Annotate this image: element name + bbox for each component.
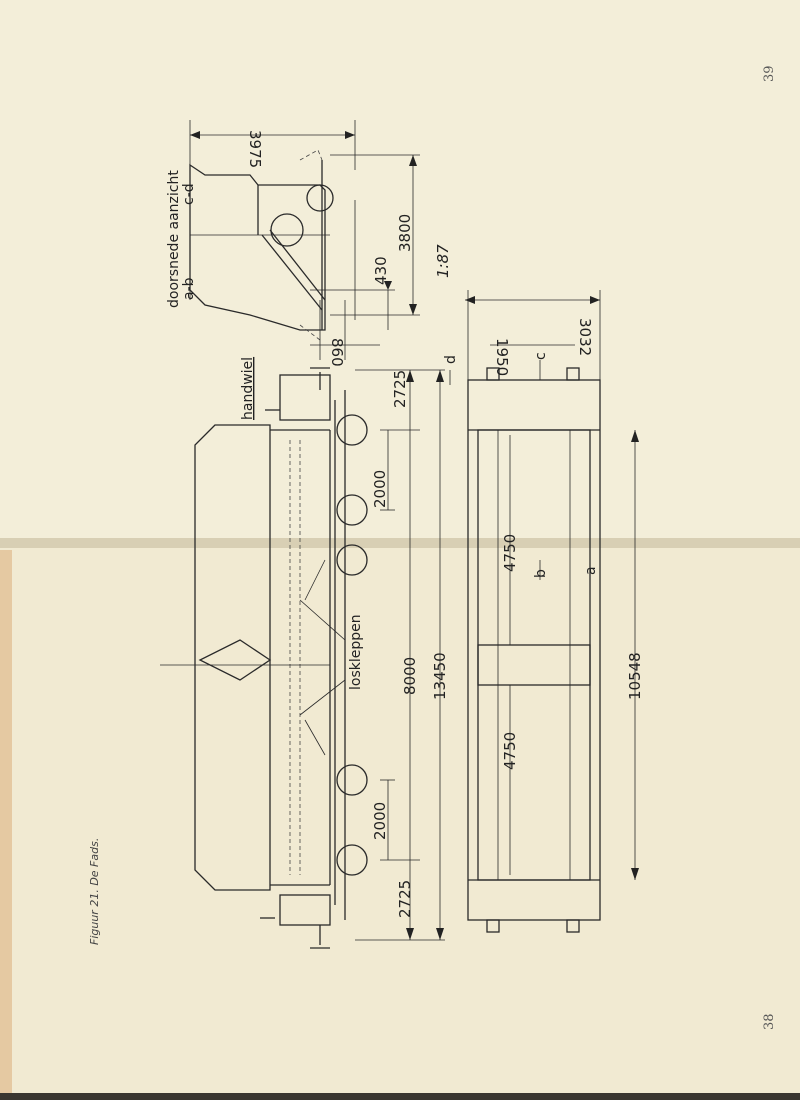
page-edge <box>0 550 12 1095</box>
scan-bottom-edge <box>0 1093 800 1100</box>
label-loskleppen: loskleppen <box>348 614 364 690</box>
dim-bottom-860: 860 <box>328 338 346 367</box>
dim-end-top-2725: 2725 <box>391 370 409 408</box>
dim-height-3975: 3975 <box>246 130 264 168</box>
dim-bogie-top-2000: 2000 <box>371 470 389 508</box>
section-mark-a: a <box>583 566 599 575</box>
dim-offset-430: 430 <box>372 256 390 285</box>
side-view-drawing <box>160 367 445 949</box>
dim-frame-length-10548: 10548 <box>626 652 644 700</box>
dim-bogie-bottom-2000: 2000 <box>371 802 389 840</box>
scale-label: 1:87 <box>434 244 452 278</box>
page-number-lower: 38 <box>762 1013 777 1030</box>
lower-page <box>0 548 800 1093</box>
dim-end-bottom-2725: 2725 <box>396 880 414 918</box>
upper-page <box>0 0 800 540</box>
dim-width-3032: 3032 <box>576 318 594 356</box>
dim-bogie-centres-8000: 8000 <box>401 657 419 695</box>
section-label-c-d: c-d <box>181 183 197 205</box>
page-fold <box>0 538 800 548</box>
dim-width-3800: 3800 <box>396 214 414 252</box>
cross-section-drawing <box>189 120 420 360</box>
section-title: doorsnede aanzicht <box>166 170 182 308</box>
label-handwiel: handwiel <box>240 357 256 420</box>
section-label-a-b: a-b <box>181 277 197 300</box>
dim-half-bottom-4750: 4750 <box>501 732 519 770</box>
figure-caption: Figuur 21. De Fads. <box>88 838 101 945</box>
page-number-upper: 39 <box>762 65 777 82</box>
dim-half-top-4750: 4750 <box>501 534 519 572</box>
dim-length-13450: 13450 <box>431 652 449 700</box>
dim-inner-width-1950: 1950 <box>493 338 511 376</box>
plan-view-drawing <box>449 290 639 933</box>
section-mark-d: d <box>443 355 459 364</box>
section-mark-b: b <box>533 569 549 578</box>
section-mark-c: c <box>533 352 549 360</box>
